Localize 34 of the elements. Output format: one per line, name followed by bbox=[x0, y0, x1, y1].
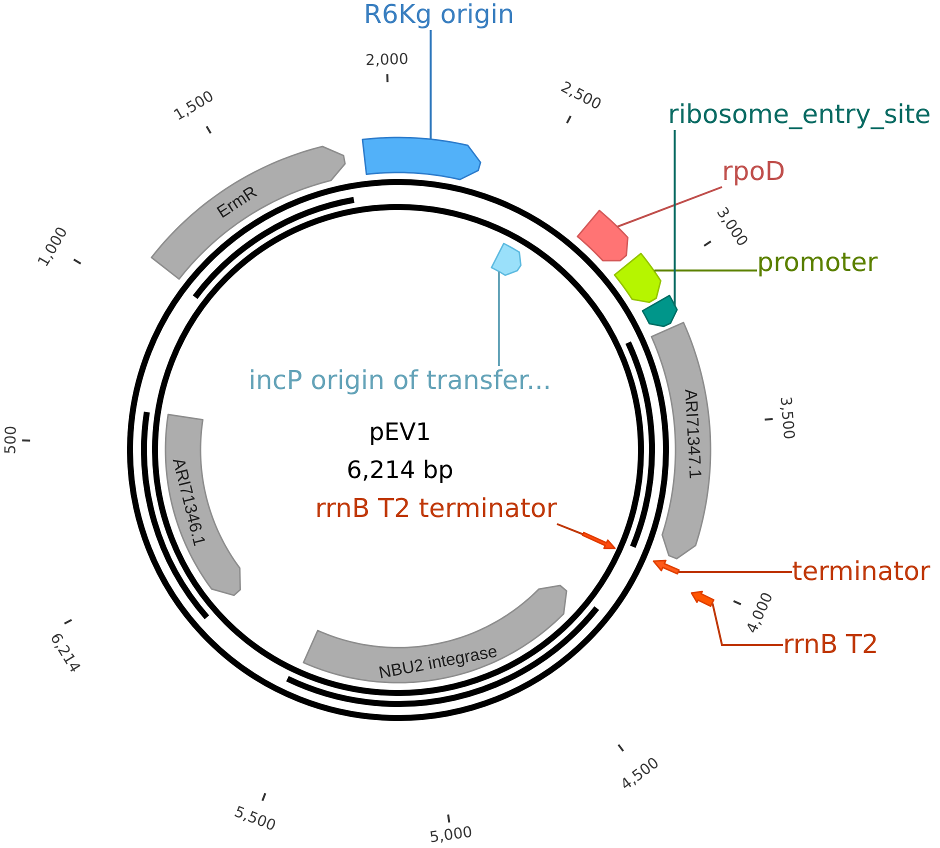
sequence-feature bbox=[361, 136, 482, 180]
feature-name: NBU2 integrase bbox=[377, 642, 498, 682]
sequence-feature bbox=[640, 294, 678, 328]
sequence-feature bbox=[613, 252, 663, 304]
position-label: 3,500 bbox=[777, 396, 796, 440]
feature-label: promoter bbox=[757, 248, 878, 278]
position-label: 4,000 bbox=[744, 590, 776, 636]
feature-label: incP origin of transfer... bbox=[248, 366, 552, 396]
leader-line bbox=[556, 523, 584, 536]
sequence-feature bbox=[652, 559, 681, 576]
feature-name: ARI71347.1 bbox=[682, 388, 704, 480]
leader-line bbox=[678, 571, 792, 573]
leader-line bbox=[617, 186, 722, 228]
leader-line bbox=[430, 30, 432, 139]
sequence-feature bbox=[580, 531, 616, 550]
position-label: 500 bbox=[3, 426, 19, 455]
position-label: 5,500 bbox=[232, 804, 278, 834]
sequence-feature bbox=[576, 208, 630, 262]
plasmid-length: 6,214 bp bbox=[346, 456, 454, 484]
leader-line bbox=[498, 272, 500, 366]
feature-label: rrnB T2 bbox=[783, 630, 878, 660]
feature-label: terminator bbox=[792, 557, 930, 587]
leader-line bbox=[712, 603, 783, 646]
feature-label: rrnB T2 terminator bbox=[315, 494, 557, 524]
leader-line bbox=[674, 130, 676, 306]
feature-label: ribosome_entry_site bbox=[668, 100, 931, 130]
feature-label: rpoD bbox=[722, 157, 786, 187]
position-label: 2,000 bbox=[365, 52, 409, 68]
feature-label: R6Kg origin bbox=[364, 0, 514, 30]
sequence-feature bbox=[690, 590, 716, 608]
position-label: 5,000 bbox=[428, 825, 474, 846]
leader-line bbox=[654, 269, 757, 272]
sequence-feature bbox=[490, 242, 522, 277]
plasmid-name: pEV1 bbox=[368, 418, 432, 446]
